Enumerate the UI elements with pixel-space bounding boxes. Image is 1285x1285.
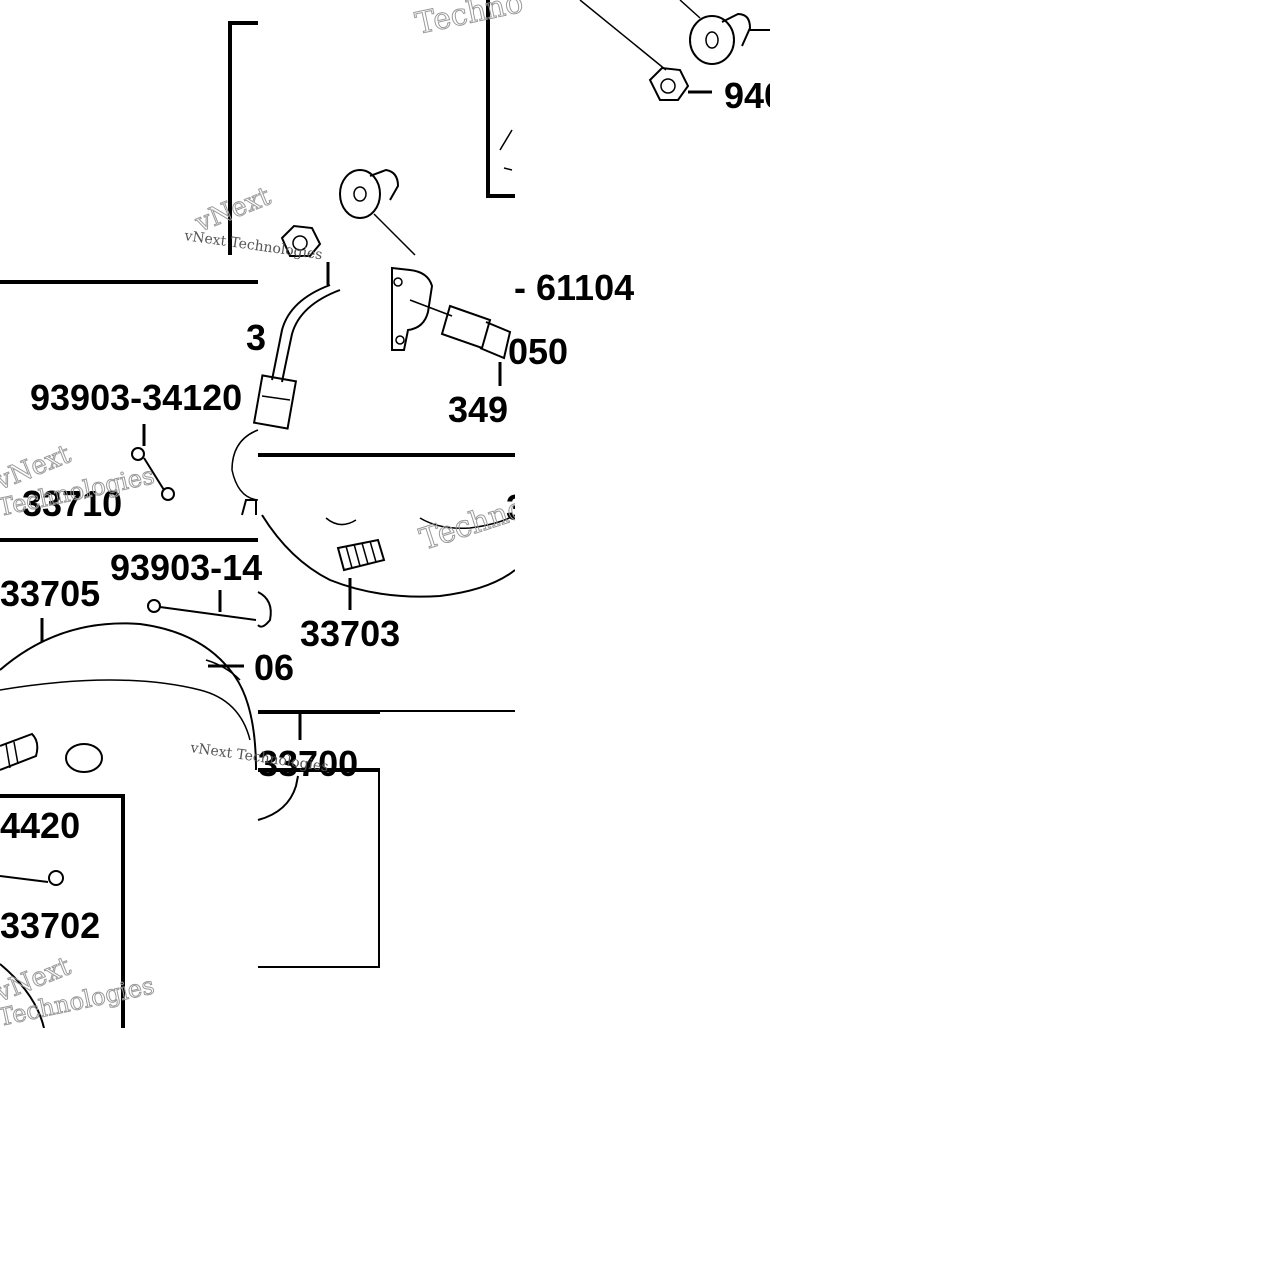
cover-and-stud bbox=[257, 514, 516, 628]
sensor-wire-assembly bbox=[231, 262, 512, 501]
part-label-33703: 33703 bbox=[300, 613, 400, 654]
watermark-small-top: vNext Technologies bbox=[182, 228, 323, 263]
part-label-33710: 33710 bbox=[22, 483, 122, 524]
watermark-techno-mid: Techno bbox=[416, 491, 530, 558]
part-label-050: 050 bbox=[508, 331, 568, 372]
collar-and-nut-group-top bbox=[280, 0, 770, 257]
part-label-33705: 33705 bbox=[0, 573, 100, 614]
part-label-3: 3 bbox=[246, 317, 266, 358]
part-label-06: 06 bbox=[254, 647, 294, 688]
part-label-349: 349 bbox=[448, 389, 508, 430]
part-label-33700: 33700 bbox=[258, 743, 358, 784]
screw-group-left bbox=[131, 424, 257, 516]
part-label-61104: - 61104 bbox=[514, 267, 634, 308]
part-label-93903-14: 93903-14 bbox=[110, 547, 262, 588]
part-label-4420: 4420 bbox=[0, 805, 80, 846]
watermark-techno-top: Techno bbox=[412, 0, 526, 42]
housing-left bbox=[0, 590, 257, 773]
part-label-93903-34120: 93903-34120 bbox=[30, 377, 242, 418]
bottom-parts bbox=[0, 712, 302, 1029]
part-label-33702: 33702 bbox=[0, 905, 100, 946]
